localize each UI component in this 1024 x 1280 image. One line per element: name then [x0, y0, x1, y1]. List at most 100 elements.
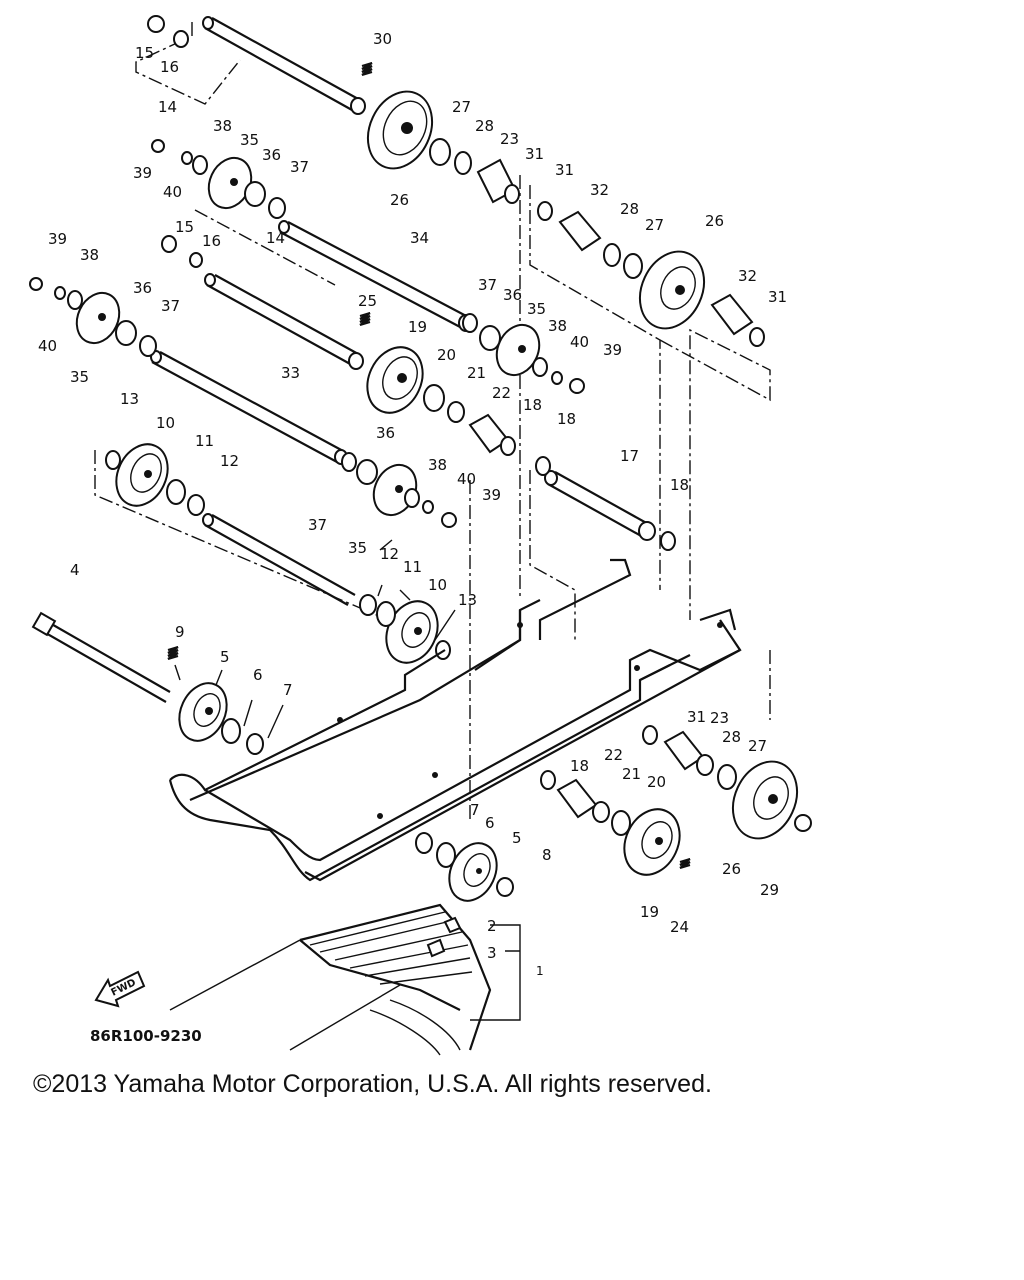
- callout-39: 39: [133, 164, 152, 182]
- callout-38: 38: [213, 117, 232, 135]
- slide-rail-frame: [168, 558, 742, 882]
- callout-labels: 15 16 14 30 27 28 23 31 26 38 35 36 37 3…: [38, 30, 787, 978]
- callout-27: 27: [645, 216, 664, 234]
- wheel-5-left: [178, 682, 228, 742]
- callout-23: 23: [500, 130, 519, 148]
- callout-40: 40: [570, 333, 589, 351]
- callout-38: 38: [80, 246, 99, 264]
- leader-lines: [174, 539, 521, 1021]
- callout-16: 16: [202, 232, 221, 250]
- callout-40: 40: [163, 183, 182, 201]
- wheel-26-right: [638, 250, 706, 330]
- callout-12: 12: [220, 452, 239, 470]
- shaft-14-upper: [202, 16, 366, 115]
- callout-15: 15: [175, 218, 194, 236]
- callout-26: 26: [722, 860, 741, 878]
- callout-35: 35: [70, 368, 89, 386]
- callout-35: 35: [527, 300, 546, 318]
- callout-18: 18: [557, 410, 576, 428]
- callout-12: 12: [380, 545, 399, 563]
- callout-11: 11: [403, 558, 422, 576]
- callout-7: 7: [470, 801, 480, 819]
- callout-26: 26: [390, 191, 409, 209]
- callout-31: 31: [525, 145, 544, 163]
- callout-6: 6: [485, 814, 495, 832]
- callout-40: 40: [457, 470, 476, 488]
- forward-arrow: FWD: [94, 970, 146, 1008]
- callout-5: 5: [512, 829, 522, 847]
- wheel-35-group: [75, 156, 541, 517]
- callout-15: 15: [135, 44, 154, 62]
- callout-3: 3: [487, 944, 497, 962]
- wheel-26-lower: [731, 760, 799, 840]
- copyright-notice: ©2013 Yamaha Motor Corporation, U.S.A. A…: [33, 1070, 712, 1098]
- callout-11: 11: [195, 432, 214, 450]
- callout-20: 20: [437, 346, 456, 364]
- callout-7: 7: [283, 681, 293, 699]
- callout-32: 32: [590, 181, 609, 199]
- callout-18: 18: [570, 757, 589, 775]
- callout-35: 35: [240, 131, 259, 149]
- callout-36: 36: [262, 146, 281, 164]
- callout-30: 30: [373, 30, 392, 48]
- wheel-26-upper: [366, 90, 434, 170]
- callout-10: 10: [156, 414, 175, 432]
- callout-1: 1: [536, 964, 544, 978]
- shaft-17: [544, 470, 656, 541]
- callout-21: 21: [467, 364, 486, 382]
- callout-36: 36: [503, 286, 522, 304]
- callout-28: 28: [475, 117, 494, 135]
- callout-18: 18: [523, 396, 542, 414]
- collars: [29, 15, 812, 897]
- callout-19: 19: [640, 903, 659, 921]
- callout-27: 27: [452, 98, 471, 116]
- shaft-33: [150, 350, 348, 465]
- callout-10: 10: [428, 576, 447, 594]
- wheel-10-left: [115, 443, 169, 507]
- callout-16: 16: [160, 58, 179, 76]
- callout-9: 9: [175, 623, 185, 641]
- callout-31: 31: [555, 161, 574, 179]
- callout-37: 37: [290, 158, 309, 176]
- callout-13: 13: [120, 390, 139, 408]
- shaft-34: [278, 220, 474, 332]
- track-belt: [289, 903, 492, 1056]
- callout-37: 37: [478, 276, 497, 294]
- callout-38: 38: [548, 317, 567, 335]
- callout-24: 24: [670, 918, 689, 936]
- diagram-code: 86R100-9230: [90, 1027, 202, 1045]
- callout-37: 37: [161, 297, 180, 315]
- callout-28: 28: [620, 200, 639, 218]
- callout-8: 8: [542, 846, 552, 864]
- callout-31: 31: [768, 288, 787, 306]
- wheel-19-middle: [366, 346, 424, 414]
- callout-23: 23: [710, 709, 729, 727]
- callout-40: 40: [38, 337, 57, 355]
- callout-31: 31: [687, 708, 706, 726]
- callout-5: 5: [220, 648, 230, 666]
- callout-37: 37: [308, 516, 327, 534]
- callout-29: 29: [760, 881, 779, 899]
- callout-38: 38: [428, 456, 447, 474]
- shaft-lower-middle: [202, 513, 356, 606]
- callout-22: 22: [492, 384, 511, 402]
- springs: [167, 61, 691, 870]
- callout-36: 36: [376, 424, 395, 442]
- bolt-4: [31, 611, 171, 703]
- callout-39: 39: [482, 486, 501, 504]
- exploded-parts-diagram: FWD 15 16 14 30 27 28 23 31 26 38 35 36 …: [29, 15, 812, 1056]
- callout-33: 33: [281, 364, 300, 382]
- callout-27: 27: [748, 737, 767, 755]
- callout-21: 21: [622, 765, 641, 783]
- callout-26: 26: [705, 212, 724, 230]
- grouping-lines: [94, 22, 771, 820]
- callout-20: 20: [647, 773, 666, 791]
- callout-35: 35: [348, 539, 367, 557]
- callout-2: 2: [487, 917, 497, 935]
- callout-36: 36: [133, 279, 152, 297]
- callout-14: 14: [158, 98, 177, 116]
- callout-34: 34: [410, 229, 429, 247]
- callout-39: 39: [603, 341, 622, 359]
- callout-22: 22: [604, 746, 623, 764]
- callout-13: 13: [458, 591, 477, 609]
